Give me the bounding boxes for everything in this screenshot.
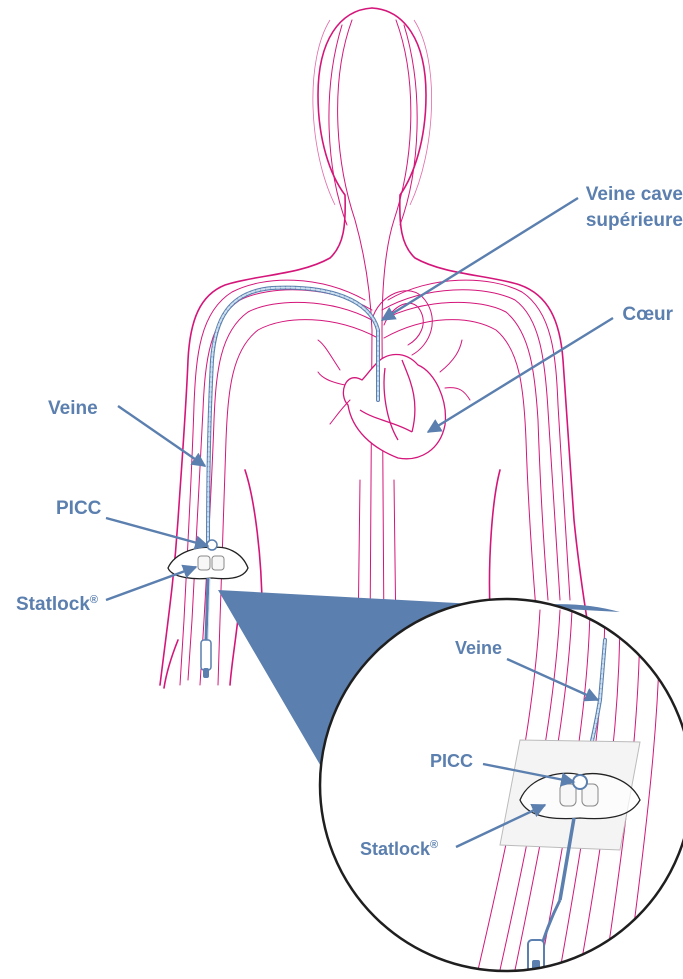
zoom-statlock-label: Statlock® [360,839,438,859]
vein-arrow [118,406,205,466]
statlock-label: Statlock® [16,594,98,615]
picc-arrow [106,518,208,546]
picc-label: PICC [56,498,102,519]
zoom-statlock-registered-mark: ® [430,839,438,851]
vena-cava-arrow [382,198,578,320]
statlock-arrow [106,567,196,600]
heart-arrow [428,318,613,432]
label-heart: Cœur [428,304,674,432]
zoom-vein-label: Veine [455,638,502,658]
vein-label: Veine [48,398,98,419]
vena-cava-label-line1: Veine cave [586,184,683,205]
statlock-registered-mark: ® [90,594,98,606]
heart [318,340,470,459]
zoom-picc-label: PICC [430,751,473,771]
label-picc: PICC [56,498,208,546]
body-silhouette [160,8,590,688]
heart-label: Cœur [622,304,673,325]
veins [180,20,570,685]
vena-cava-label-line2: supérieure [586,210,683,231]
label-vena-cava: Veine cave supérieure [382,184,683,320]
label-vein: Veine [48,398,205,466]
